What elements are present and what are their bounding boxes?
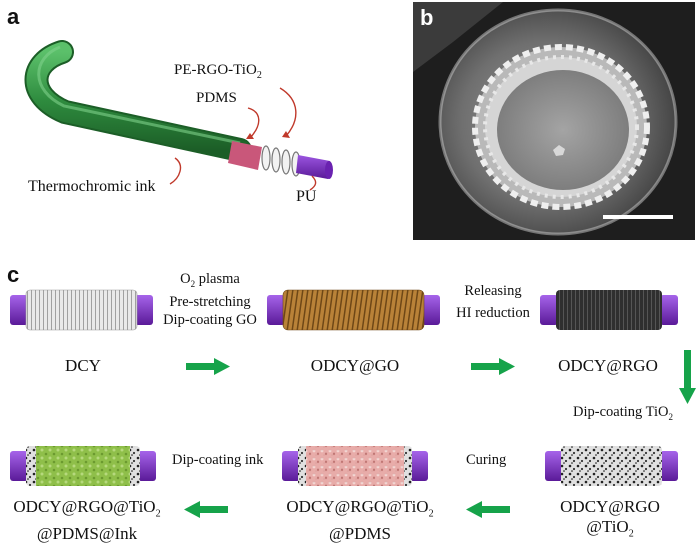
arrow-4 [466, 501, 510, 518]
scale-bar [603, 215, 673, 219]
fiber-odcy-pdms [282, 446, 428, 486]
label-pdms: PDMS [196, 90, 237, 106]
panel-c-letter: c [7, 262, 20, 287]
fiber-odcy-rgo [540, 290, 678, 330]
arrow-1 [186, 358, 230, 375]
panel-a-letter: a [7, 4, 20, 29]
step-1-text: O2 plasma Pre-stretching Dip-coating GO [163, 271, 257, 328]
pointer-pu [309, 175, 317, 191]
fiber-odcy-go [267, 289, 440, 331]
fiber-core [497, 70, 629, 190]
fiber-odcy-rgo-tio2 [545, 446, 678, 486]
pu-core [296, 155, 330, 179]
caption-dcy: DCY [65, 356, 101, 375]
caption-odcy-ink: ODCY@RGO@TiO2 @PDMS@Ink [13, 497, 161, 544]
step-2-text: Releasing HI reduction [456, 283, 530, 321]
sem-cross-section-image [413, 2, 695, 240]
step-5-text: Dip-coating ink [172, 452, 264, 468]
step-4-text: Curing [466, 452, 507, 468]
caption-odcy-rgo-tio2: ODCY@RGO @TiO2 [560, 497, 660, 540]
pointer-ink [169, 157, 182, 185]
fiber-odcy-ink [10, 446, 156, 486]
fiber-dcy [10, 289, 153, 331]
pointer-pdms [247, 107, 260, 139]
arrow-5 [184, 501, 228, 518]
arrow-2 [471, 358, 515, 375]
process-fiber-drawings [10, 289, 696, 518]
pointer-pe-rgo [279, 87, 297, 137]
fiber-structure-illustration [24, 40, 333, 191]
arrow-3 [679, 350, 696, 404]
pdms-segment [228, 141, 262, 170]
coating-rings [261, 145, 301, 177]
label-thermochromic-ink: Thermochromic ink [28, 178, 156, 195]
panel-b-letter: b [420, 5, 434, 30]
label-pe-rgo-tio2: PE-RGO-TiO2 [174, 62, 262, 81]
caption-odcy-pdms: ODCY@RGO@TiO2 @PDMS [286, 497, 434, 544]
label-pu: PU [296, 188, 317, 205]
step-3-text: Dip-coating TiO2 [573, 404, 673, 422]
caption-odcy-go: ODCY@GO [310, 356, 400, 375]
caption-odcy-rgo: ODCY@RGO [558, 356, 658, 375]
